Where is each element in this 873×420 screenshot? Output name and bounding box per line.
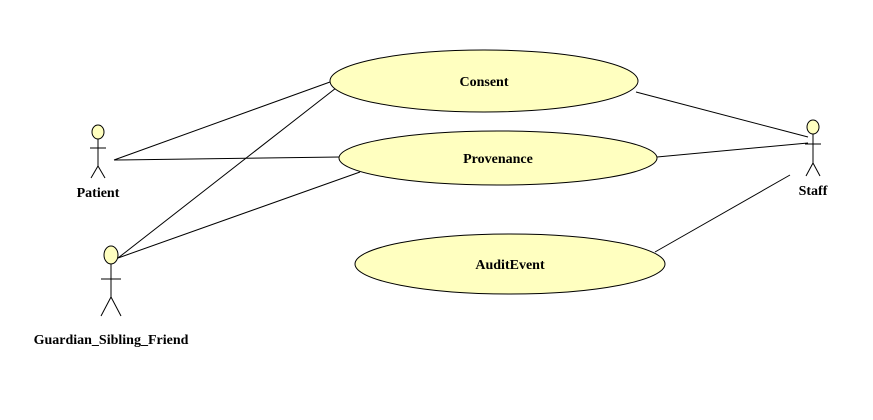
actor-guardian-sibling-friend[interactable]: Guardian_Sibling_Friend: [34, 245, 189, 348]
use-case-label: Consent: [459, 75, 508, 90]
use-case-label: Provenance: [463, 152, 533, 167]
use-case-label: AuditEvent: [475, 258, 545, 273]
actor-label: Patient: [77, 186, 120, 201]
association-staff-provenance: [656, 142, 809, 158]
association-staff-consent: [635, 91, 809, 138]
stick-figure-icon: [805, 119, 821, 177]
stick-figure-icon: [100, 245, 122, 317]
stick-figure-icon: [90, 124, 106, 179]
use-case-ellipse: [338, 130, 658, 186]
association-guardian-consent: [117, 87, 337, 259]
association-patient-provenance: [113, 156, 341, 161]
actor-staff[interactable]: Staff: [799, 119, 828, 199]
use-case-consent[interactable]: Consent: [329, 49, 639, 113]
association-patient-consent: [113, 81, 331, 161]
use-case-ellipse: [354, 233, 666, 295]
use-case-provenance[interactable]: Provenance: [338, 130, 658, 186]
actor-label: Staff: [799, 184, 828, 199]
use-case-auditevent[interactable]: AuditEvent: [354, 233, 666, 295]
associations: [113, 81, 809, 259]
actor-label: Guardian_Sibling_Friend: [34, 333, 189, 348]
association-staff-auditevent: [654, 174, 791, 253]
actor-patient[interactable]: Patient: [77, 124, 120, 201]
use-case-ellipse: [329, 49, 639, 113]
association-guardian-provenance: [117, 171, 361, 259]
